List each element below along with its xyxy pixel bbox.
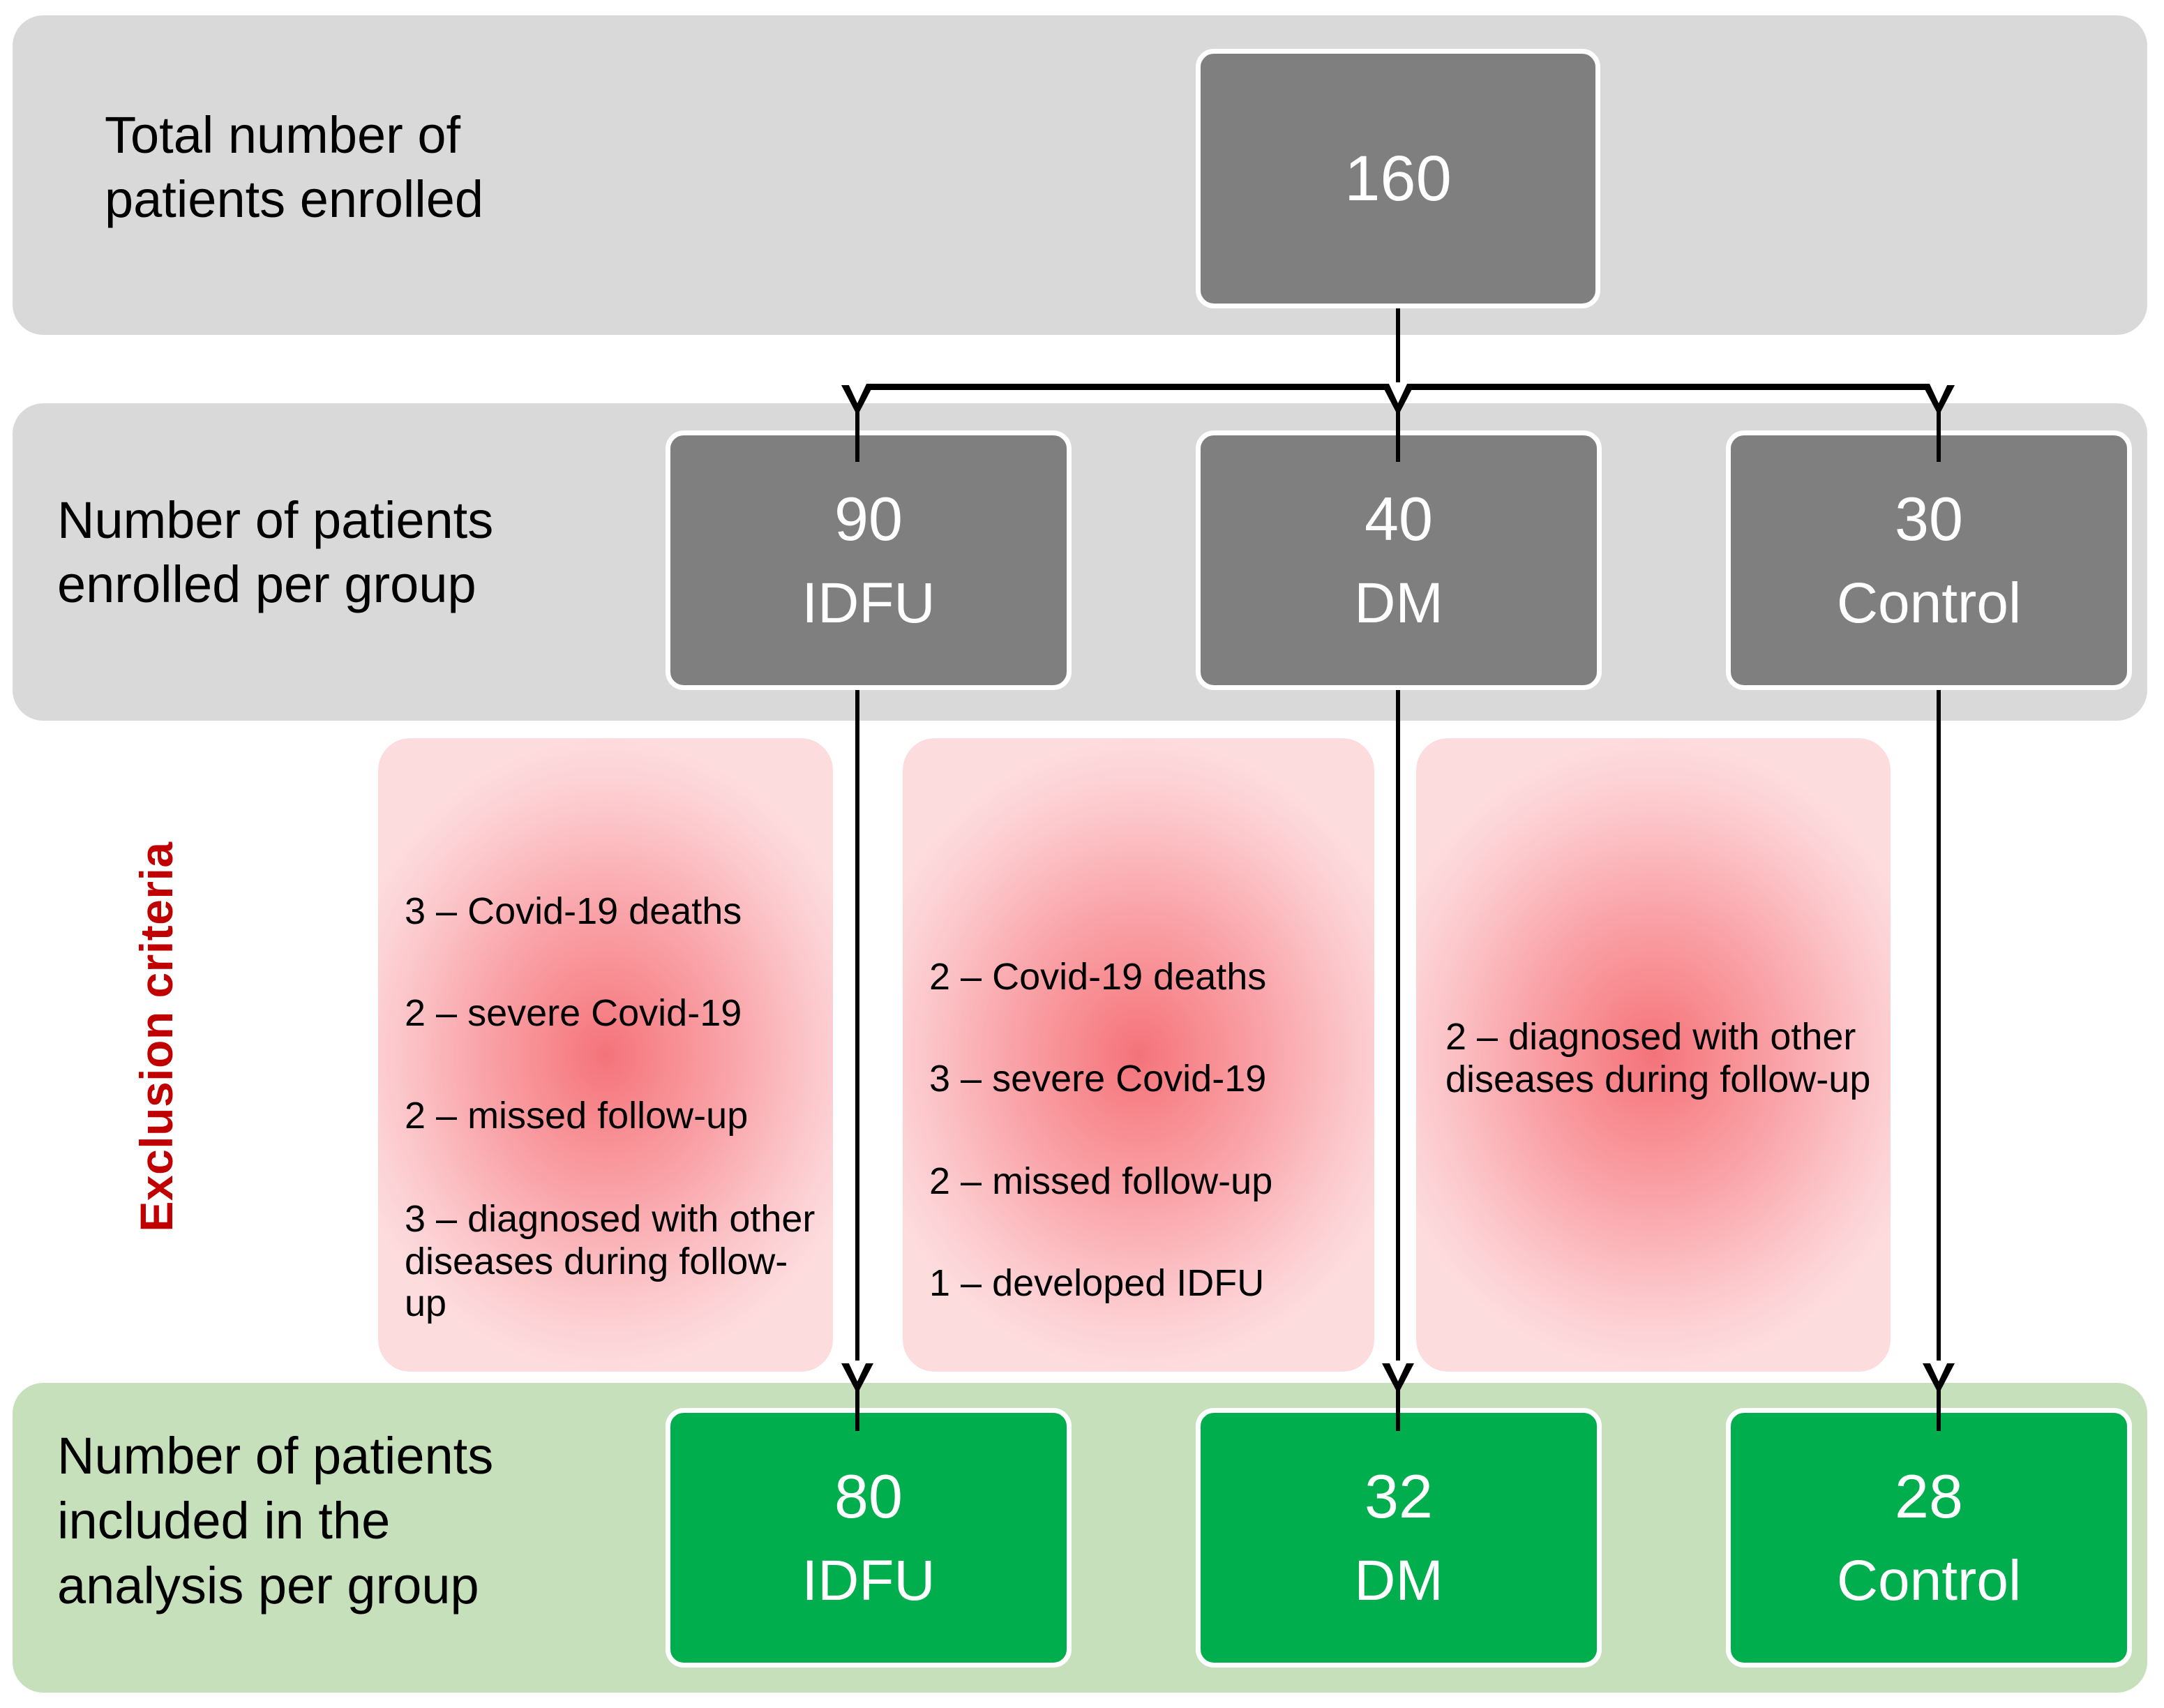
node-total-enrolled: 160	[1196, 49, 1600, 308]
connector-drop-idfu	[855, 384, 859, 462]
section-band-total-enrolled	[13, 15, 2147, 335]
node-analysis-dm-count: 32	[1365, 1462, 1433, 1531]
arrowhead-to-analysis-control	[1923, 1361, 1955, 1394]
label-analysis-per-group: Number of patients included in the analy…	[57, 1427, 494, 1615]
arrowhead-to-analysis-idfu	[841, 1361, 873, 1394]
exclusion-text-control: 2 – diagnosed with other diseases during…	[1445, 977, 1878, 1139]
connector-long-control	[1937, 690, 1941, 1431]
connector-long-idfu	[855, 690, 859, 1431]
node-analysis-idfu-group: IDFU	[802, 1549, 936, 1612]
node-enrolled-control-count: 30	[1895, 484, 1963, 553]
node-analysis-idfu-count: 80	[834, 1462, 903, 1531]
node-analysis-control: 28 Control	[1726, 1408, 2132, 1668]
node-analysis-idfu: 80 IDFU	[666, 1408, 1072, 1668]
connector-drop-dm	[1396, 384, 1400, 462]
connector-drop-control	[1937, 384, 1941, 462]
node-enrolled-dm-count: 40	[1365, 484, 1433, 553]
node-enrolled-dm: 40 DM	[1196, 430, 1602, 690]
exclusion-control-line-1: 2 – diagnosed with other diseases during…	[1445, 1016, 1871, 1100]
node-enrolled-idfu-count: 90	[834, 484, 903, 553]
exclusion-text-dm: 2 – Covid-19 deaths 3 – severe Covid-19 …	[929, 918, 1369, 1342]
exclusion-idfu-line-2: 2 – severe Covid-19	[405, 992, 742, 1035]
arrowhead-to-enrolled-control	[1923, 382, 1955, 416]
node-enrolled-dm-group: DM	[1354, 571, 1443, 635]
exclusion-dm-line-1: 2 – Covid-19 deaths	[929, 956, 1267, 998]
node-enrolled-idfu-group: IDFU	[802, 571, 936, 635]
arrowhead-to-enrolled-idfu	[841, 382, 873, 416]
label-total-enrolled: Total number of patients enrolled	[105, 106, 484, 228]
exclusion-dm-line-2: 3 – severe Covid-19	[929, 1058, 1267, 1100]
exclusion-dm-line-4: 1 – developed IDFU	[929, 1262, 1265, 1305]
connector-long-dm	[1396, 690, 1400, 1431]
exclusion-text-idfu: 3 – Covid-19 deaths 2 – severe Covid-19 …	[405, 853, 823, 1364]
arrowhead-to-analysis-dm	[1382, 1361, 1414, 1394]
node-analysis-dm: 32 DM	[1196, 1408, 1602, 1668]
node-analysis-dm-group: DM	[1354, 1549, 1443, 1612]
exclusion-dm-line-3: 2 – missed follow-up	[929, 1160, 1273, 1202]
exclusion-box-idfu	[378, 738, 833, 1372]
exclusion-box-dm	[903, 738, 1374, 1372]
label-enrolled-per-group: Number of patients enrolled per group	[57, 491, 494, 613]
node-enrolled-control: 30 Control	[1726, 430, 2132, 690]
node-analysis-control-group: Control	[1836, 1549, 2022, 1612]
exclusion-idfu-line-1: 3 – Covid-19 deaths	[405, 890, 742, 933]
node-enrolled-control-group: Control	[1836, 571, 2022, 635]
node-analysis-control-count: 28	[1895, 1462, 1963, 1531]
node-total-count: 160	[1344, 143, 1452, 214]
exclusion-idfu-line-3: 2 – missed follow-up	[405, 1094, 749, 1137]
exclusion-idfu-line-4: 3 – diagnosed with other diseases during…	[405, 1198, 816, 1325]
arrowhead-to-enrolled-dm	[1382, 382, 1414, 416]
node-enrolled-idfu: 90 IDFU	[666, 430, 1072, 690]
exclusion-criteria-title: Exclusion criteria	[130, 841, 182, 1232]
connector-total-trunk	[1396, 308, 1400, 388]
exclusion-box-control	[1416, 738, 1891, 1372]
